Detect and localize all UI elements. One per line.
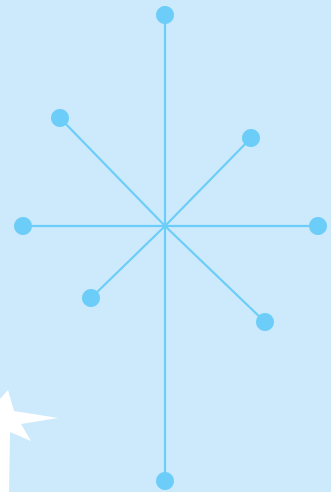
node-top-right[interactable] — [242, 129, 260, 147]
node-bottom[interactable] — [156, 472, 174, 490]
node-top-left[interactable] — [51, 109, 69, 127]
node-bottom-left[interactable] — [82, 289, 100, 307]
node-right[interactable] — [309, 217, 327, 235]
node-bottom-right[interactable] — [256, 313, 274, 331]
node-left[interactable] — [14, 217, 32, 235]
node-top[interactable] — [156, 6, 174, 24]
